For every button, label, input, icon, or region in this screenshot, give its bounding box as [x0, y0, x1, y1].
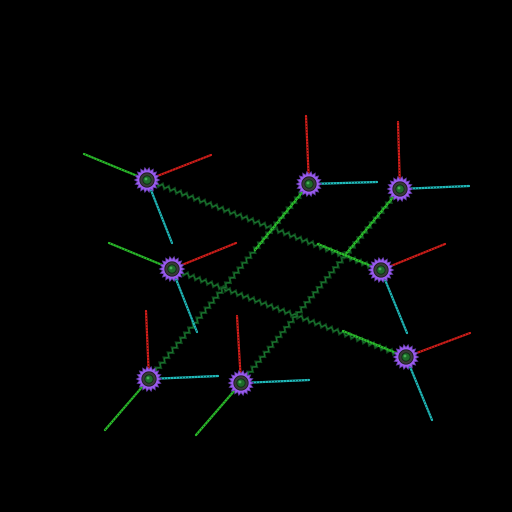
frame-layer: [133, 166, 420, 397]
frame-7-origin: [144, 374, 154, 384]
link-4-spring: [240, 188, 402, 385]
gear-icon: [227, 369, 255, 397]
frame-3-origin: [395, 184, 405, 194]
frame-8-x-axis: [235, 314, 243, 385]
link-layer: [146, 177, 407, 385]
frame-7-x-axis: [144, 309, 151, 381]
frame-6-origin: [401, 352, 411, 362]
frame-2-origin: [304, 179, 314, 189]
frame-6-z-axis: [404, 355, 434, 422]
frame-5-z-axis: [379, 268, 409, 335]
gear-icon: [392, 343, 420, 371]
frame-4-z-axis: [170, 267, 199, 334]
frame-3-y-axis: [343, 187, 402, 257]
frame-4-origin-highlight: [169, 266, 173, 270]
gear-icon: [133, 166, 161, 194]
frame-8-y-axis: [194, 381, 243, 437]
link-3-highlight: [148, 183, 310, 380]
frame-2-axes: [253, 114, 379, 252]
link-1-spring: [146, 177, 382, 272]
frame-2-x-axis: [304, 114, 311, 186]
frame-1-origin-highlight: [144, 177, 148, 181]
frame-1-origin: [142, 175, 152, 185]
link-3-spring: [148, 183, 311, 381]
link-4-highlight: [240, 188, 401, 384]
frame-5-origin: [376, 265, 386, 275]
frame-3-x-axis: [396, 120, 402, 191]
frame-6-origin-highlight: [403, 354, 407, 358]
frame-8-origin: [236, 378, 246, 388]
frame-7-y-axis: [103, 377, 151, 432]
gear-icon: [386, 175, 414, 203]
frame-8-origin-highlight: [238, 380, 242, 384]
gear-icon: [295, 170, 323, 198]
link-3: [148, 183, 311, 381]
gear-icon: [367, 256, 395, 284]
gear-icon: [158, 255, 186, 283]
frame-4-origin: [167, 264, 177, 274]
frame-3-origin-highlight: [397, 186, 401, 190]
frame-2-origin-highlight: [306, 181, 310, 185]
gear-icon: [135, 365, 163, 393]
frame-7-origin-highlight: [146, 376, 150, 380]
frame-5-origin-highlight: [378, 267, 382, 271]
frame-1-z-axis: [145, 178, 174, 245]
frame-2-y-axis: [253, 182, 311, 252]
link-4: [240, 188, 402, 385]
